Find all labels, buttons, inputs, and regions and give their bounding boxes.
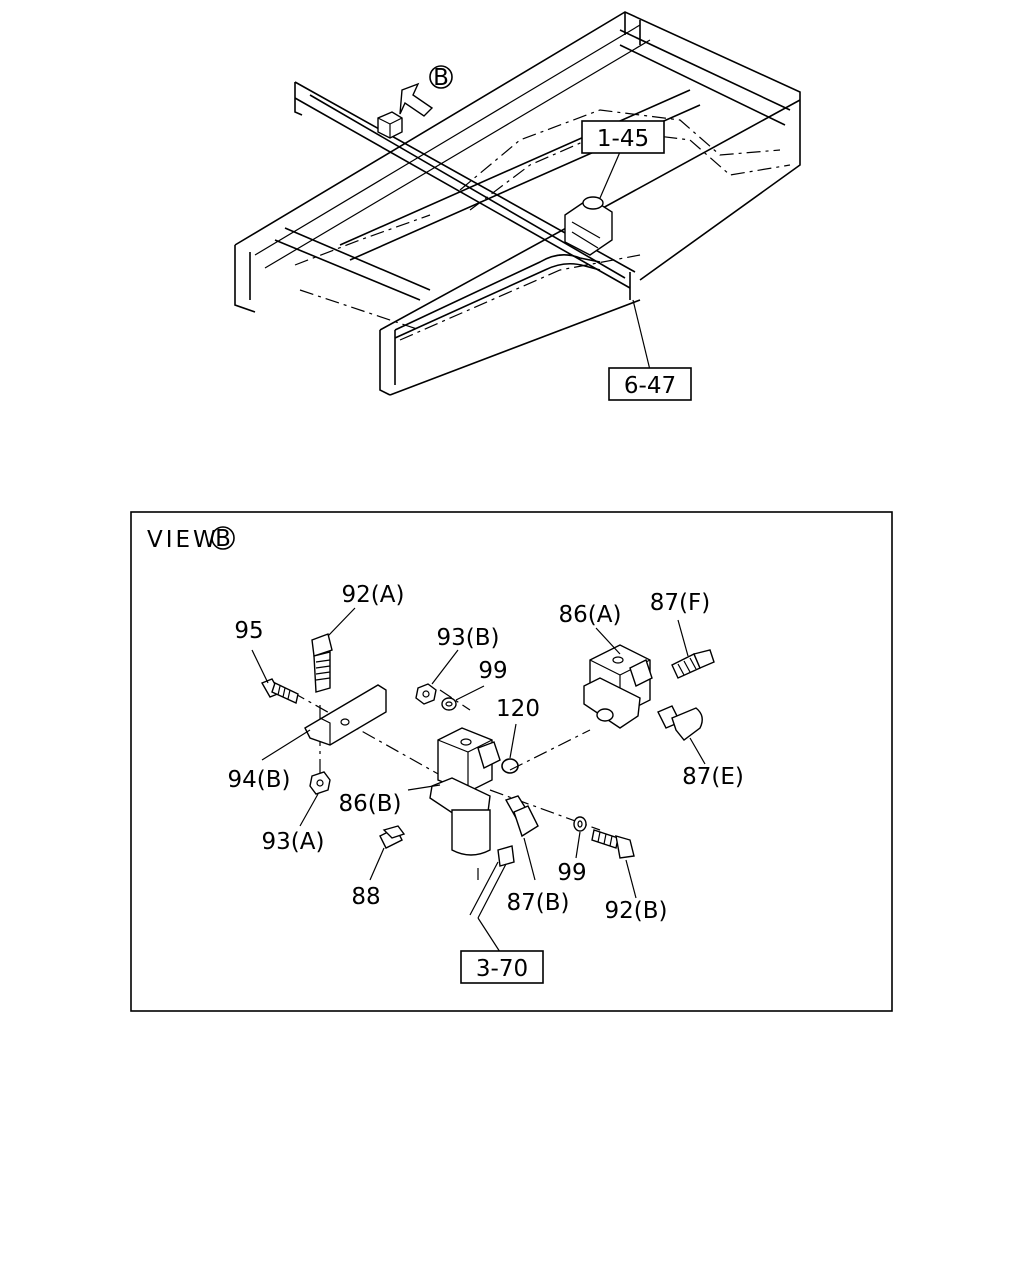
label-92b: 92(B) [605,898,668,924]
callout-b-circle-text: B [433,65,449,91]
label-87e: 87(E) [682,764,744,790]
label-87f: 87(F) [650,590,710,616]
label-86a: 86(A) [559,602,622,628]
label-92a: 92(A) [342,582,405,608]
ref-box-1-45 [581,120,665,154]
label-93a: 93(A) [262,829,325,855]
ref-label-3-70: 3-70 [476,956,528,982]
ref-box-3-70 [460,950,544,984]
label-93b: 93(B) [437,625,500,651]
label-99-bottom: 99 [557,860,586,886]
ref-label-6-47: 6-47 [624,373,676,399]
view-title-circle: B [215,526,231,552]
chassis-frame: B [234,11,801,396]
view-title: VIEW [147,527,219,553]
view-b-frame [130,511,893,1012]
ref-box-6-47 [608,367,692,401]
label-87b: 87(B) [507,890,570,916]
ref-label-1-45: 1-45 [597,126,649,152]
label-88: 88 [351,884,380,910]
label-99-top: 99 [478,658,507,684]
label-86b: 86(B) [339,791,402,817]
view-b-parts [251,607,715,953]
label-120: 120 [496,696,540,722]
label-95: 95 [234,618,263,644]
label-94b: 94(B) [228,767,291,793]
